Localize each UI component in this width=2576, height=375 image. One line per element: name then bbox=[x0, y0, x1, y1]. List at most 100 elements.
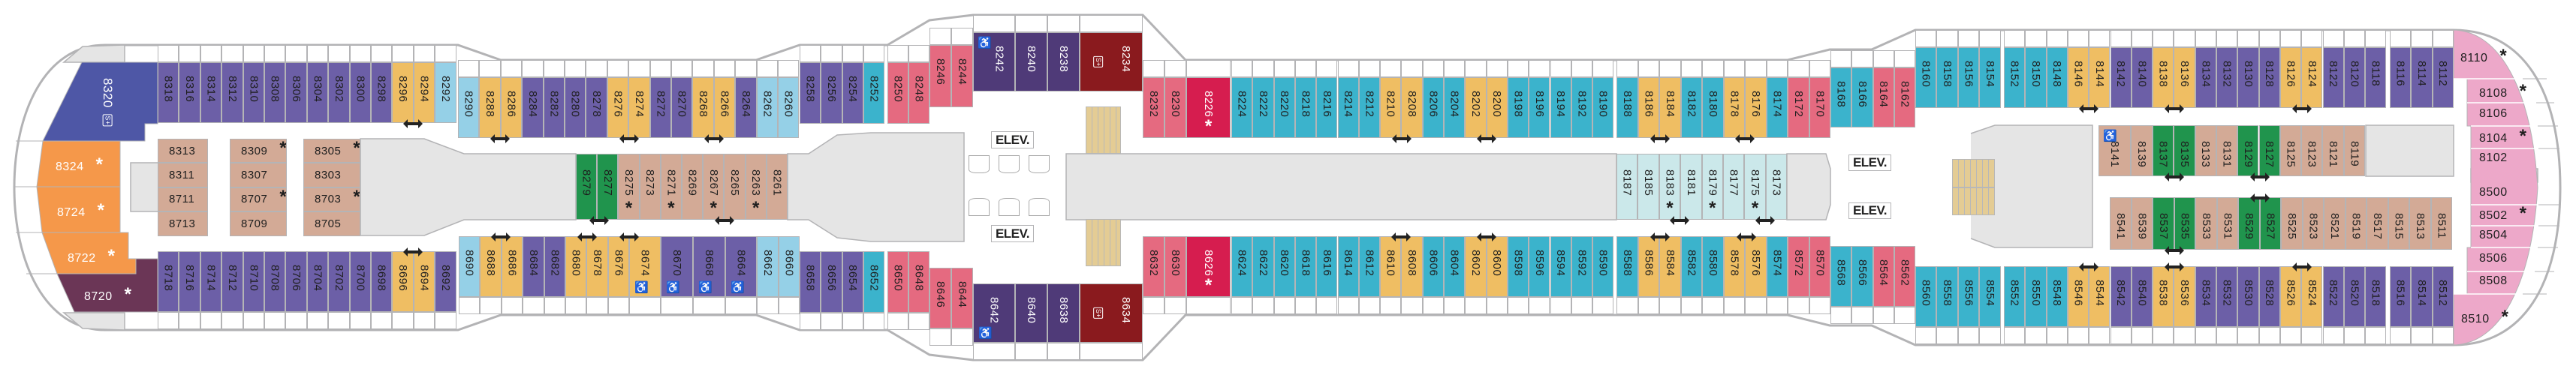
cabin-8574[interactable]: 8574 bbox=[1766, 236, 1788, 297]
cabin-8650[interactable]: 8650 bbox=[887, 251, 908, 313]
cabin-8192[interactable]: 8192 bbox=[1571, 77, 1593, 138]
cabin-8528[interactable]: 8528 bbox=[2258, 266, 2280, 327]
cabin-8616[interactable]: 8616 bbox=[1316, 236, 1338, 297]
cabin-8640[interactable]: 8640 bbox=[1015, 284, 1047, 343]
cabin-8170[interactable]: 8170 bbox=[1809, 77, 1830, 138]
cabin-8706[interactable]: 8706 bbox=[285, 251, 307, 312]
cabin-8511[interactable]: 8511 bbox=[2430, 197, 2452, 250]
cabin-8519[interactable]: 8519 bbox=[2345, 197, 2367, 250]
cabin-8141[interactable]: 8141♿ bbox=[2098, 125, 2131, 176]
cabin-8302[interactable]: 8302 bbox=[328, 62, 350, 123]
cabin-8123[interactable]: 8123 bbox=[2301, 125, 2323, 176]
cabin-8160[interactable]: 8160 bbox=[1915, 47, 1937, 108]
cabin-8218[interactable]: 8218 bbox=[1294, 77, 1317, 138]
cabin-8696[interactable]: 8696 bbox=[392, 251, 414, 312]
cabin-8179[interactable]: 8179* bbox=[1701, 154, 1723, 220]
cabin-8206[interactable]: 8206 bbox=[1422, 77, 1444, 138]
cabin-8118[interactable]: 8118 bbox=[2365, 47, 2387, 108]
cabin-8678[interactable]: 8678 bbox=[586, 236, 608, 297]
cabin-8705[interactable]: 8705 bbox=[303, 212, 360, 236]
suite-label-8724[interactable]: 8724* bbox=[57, 202, 104, 222]
cabin-8190[interactable]: 8190 bbox=[1592, 77, 1614, 138]
cabin-8144[interactable]: 8144 bbox=[2089, 47, 2111, 108]
cabin-8712[interactable]: 8712 bbox=[221, 251, 243, 312]
suite-label-8510[interactable]: 8510* bbox=[2461, 308, 2508, 328]
cabin-8136[interactable]: 8136 bbox=[2174, 47, 2195, 108]
cabin-8200[interactable]: 8200 bbox=[1486, 77, 1508, 138]
cabin-8204[interactable]: 8204 bbox=[1444, 77, 1466, 138]
cabin-8210[interactable]: 8210 bbox=[1380, 77, 1402, 138]
cabin-8584[interactable]: 8584 bbox=[1659, 236, 1681, 297]
cabin-8172[interactable]: 8172 bbox=[1788, 77, 1809, 138]
cabin-8177[interactable]: 8177 bbox=[1723, 154, 1745, 220]
cabin-8560[interactable]: 8560 bbox=[1915, 266, 1937, 327]
cabin-8256[interactable]: 8256 bbox=[821, 62, 842, 124]
cabin-8131[interactable]: 8131 bbox=[2216, 125, 2238, 176]
cabin-8134[interactable]: 8134 bbox=[2195, 47, 2216, 108]
cabin-8522[interactable]: 8522 bbox=[2322, 266, 2344, 327]
suite-label-8720[interactable]: 8720* bbox=[84, 286, 131, 306]
cabin-8654[interactable]: 8654 bbox=[842, 251, 863, 313]
cabin-8684[interactable]: 8684 bbox=[523, 236, 544, 297]
cabin-8306[interactable]: 8306 bbox=[285, 62, 307, 123]
cabin-8711[interactable]: 8711 bbox=[158, 187, 208, 212]
cabin-8516[interactable]: 8516 bbox=[2390, 266, 2412, 327]
cabin-8133[interactable]: 8133 bbox=[2195, 125, 2216, 176]
cabin-8580[interactable]: 8580 bbox=[1702, 236, 1724, 297]
cabin-8590[interactable]: 8590 bbox=[1592, 236, 1614, 297]
cabin-8310[interactable]: 8310 bbox=[243, 62, 264, 123]
cabin-8168[interactable]: 8168 bbox=[1830, 68, 1852, 128]
cabin-8564[interactable]: 8564 bbox=[1872, 246, 1894, 307]
cabin-8258[interactable]: 8258 bbox=[800, 62, 821, 124]
cabin-8284[interactable]: 8284 bbox=[522, 77, 544, 138]
cabin-8554[interactable]: 8554 bbox=[1979, 266, 2001, 327]
cabin-8525[interactable]: 8525 bbox=[2281, 197, 2303, 250]
cabin-8638[interactable]: 8638 bbox=[1047, 284, 1080, 343]
cabin-8242[interactable]: 8242♿ bbox=[973, 32, 1015, 92]
cabin-8272[interactable]: 8272 bbox=[649, 77, 671, 138]
cabin-8570[interactable]: 8570 bbox=[1809, 236, 1830, 297]
cabin-8112[interactable]: 8112 bbox=[2432, 47, 2454, 108]
cabin-8137[interactable]: 8137 bbox=[2153, 125, 2174, 176]
cabin-8224[interactable]: 8224 bbox=[1231, 77, 1253, 138]
cabin-8670[interactable]: 8670♿ bbox=[661, 236, 694, 297]
suite-label-8108[interactable]: 8108* bbox=[2479, 82, 2526, 103]
cabin-8125[interactable]: 8125 bbox=[2279, 125, 2302, 176]
cabin-8542[interactable]: 8542 bbox=[2110, 266, 2132, 327]
cabin-8548[interactable]: 8548 bbox=[2046, 266, 2068, 327]
cabin-8181[interactable]: 8181 bbox=[1680, 154, 1702, 220]
cabin-8129[interactable]: 8129 bbox=[2237, 125, 2259, 176]
cabin-8524[interactable]: 8524 bbox=[2301, 266, 2323, 327]
cabin-8515[interactable]: 8515 bbox=[2388, 197, 2409, 250]
cabin-8620[interactable]: 8620 bbox=[1273, 236, 1295, 297]
cabin-8612[interactable]: 8612 bbox=[1358, 236, 1381, 297]
cabin-8248[interactable]: 8248 bbox=[908, 62, 929, 124]
cabin-8538[interactable]: 8538 bbox=[2153, 266, 2174, 327]
cabin-8652[interactable]: 8652 bbox=[863, 251, 885, 313]
cabin-8718[interactable]: 8718 bbox=[158, 251, 179, 312]
cabin-8632[interactable]: 8632 bbox=[1143, 236, 1164, 297]
cabin-8260[interactable]: 8260 bbox=[778, 77, 800, 138]
cabin-8267[interactable]: 8267* bbox=[703, 154, 725, 220]
suite-label-8102[interactable]: 8102 bbox=[2479, 152, 2508, 165]
cabin-8175[interactable]: 8175* bbox=[1744, 154, 1766, 220]
cabin-8518[interactable]: 8518 bbox=[2365, 266, 2387, 327]
cabin-8594[interactable]: 8594 bbox=[1550, 236, 1571, 297]
cabin-8156[interactable]: 8156 bbox=[1957, 47, 1980, 108]
cabin-8196[interactable]: 8196 bbox=[1529, 77, 1550, 138]
cabin-8540[interactable]: 8540 bbox=[2131, 266, 2153, 327]
cabin-8140[interactable]: 8140 bbox=[2131, 47, 2153, 108]
cabin-8529[interactable]: 8529 bbox=[2238, 197, 2260, 250]
cabin-8130[interactable]: 8130 bbox=[2237, 47, 2259, 108]
cabin-8586[interactable]: 8586 bbox=[1637, 236, 1659, 297]
cabin-8246[interactable]: 8246 bbox=[929, 45, 951, 107]
cabin-8114[interactable]: 8114 bbox=[2411, 47, 2433, 108]
cabin-8208[interactable]: 8208 bbox=[1401, 77, 1423, 138]
cabin-8552[interactable]: 8552 bbox=[2004, 266, 2026, 327]
cabin-8539[interactable]: 8539 bbox=[2131, 197, 2153, 250]
cabin-8198[interactable]: 8198 bbox=[1507, 77, 1529, 138]
cabin-8576[interactable]: 8576 bbox=[1745, 236, 1767, 297]
cabin-8602[interactable]: 8602 bbox=[1465, 236, 1487, 297]
cabin-8316[interactable]: 8316 bbox=[179, 62, 200, 123]
